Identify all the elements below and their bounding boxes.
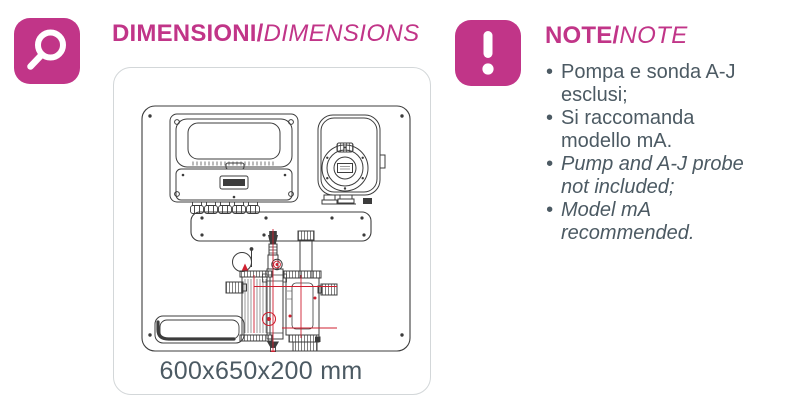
dimension-value: 600x650x200 mm: [159, 357, 363, 385]
notes-title-italic: NOTE: [619, 22, 688, 49]
panel-technical-drawing: [141, 105, 411, 352]
dimensions-title: DIMENSIONI/DIMENSIONS: [112, 20, 420, 48]
note-item-4-text: Model mA recommended.: [561, 199, 695, 244]
dimensions-title-italic: DIMENSIONS: [263, 20, 420, 47]
exclamation-icon: [455, 20, 521, 86]
note-item-1: Pompa e sonda A-J esclusi;: [545, 61, 761, 107]
notes-title-bold: NOTE/: [545, 22, 620, 49]
note-item-1-text: Pompa e sonda A-J esclusi;: [561, 61, 736, 106]
note-item-3: Pump and A-J probe not included;: [545, 153, 761, 199]
dimensions-title-bold: DIMENSIONI/: [112, 20, 264, 47]
notes-list: Pompa e sonda A-J esclusi; Si raccomanda…: [545, 61, 761, 245]
note-item-2: Si raccomanda modello mA.: [545, 107, 761, 153]
dimensions-drawing-card: 600x650x200 mm: [113, 67, 431, 395]
note-item-3-text: Pump and A-J probe not included;: [561, 153, 744, 198]
note-item-2-text: Si raccomanda modello mA.: [561, 107, 695, 152]
magnifier-icon: [14, 18, 80, 84]
notes-title: NOTE/NOTE: [545, 22, 688, 50]
note-item-4: Model mA recommended.: [545, 199, 761, 245]
